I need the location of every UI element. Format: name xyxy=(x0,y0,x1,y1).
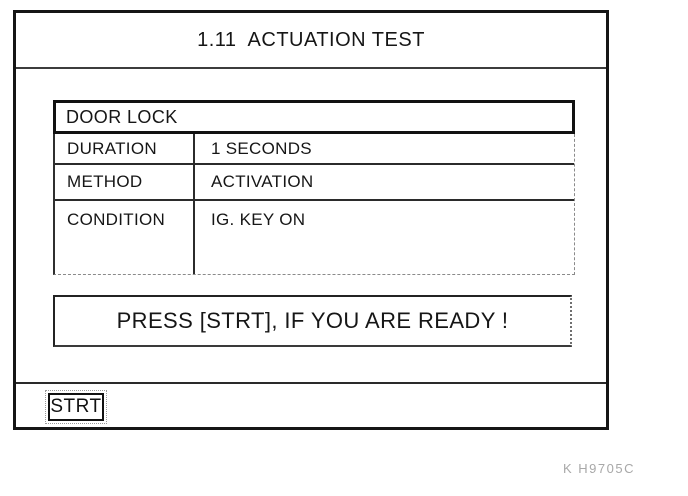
duration-label: DURATION xyxy=(55,134,195,163)
ready-prompt-text: PRESS [STRT], IF YOU ARE READY ! xyxy=(116,308,509,333)
method-label: METHOD xyxy=(55,165,195,199)
table-row-duration: DURATION 1 SECONDS xyxy=(55,134,574,165)
test-name-header: DOOR LOCK xyxy=(53,100,575,134)
method-value: ACTIVATION xyxy=(211,172,314,191)
figure-code: K H9705C xyxy=(563,461,635,476)
table-row-method: METHOD ACTIVATION xyxy=(55,165,574,201)
softkey-divider xyxy=(16,382,606,384)
test-parameters: DURATION 1 SECONDS METHOD ACTIVATION CON… xyxy=(53,134,575,275)
ready-prompt-box: PRESS [STRT], IF YOU ARE READY ! xyxy=(53,295,572,347)
duration-value: 1 SECONDS xyxy=(211,138,312,158)
actuation-test-table: DOOR LOCK DURATION 1 SECONDS METHOD ACTI… xyxy=(53,100,575,275)
table-row-condition: CONDITION IG. KEY ON xyxy=(55,201,574,274)
test-name-label: DOOR LOCK xyxy=(66,106,178,127)
condition-value: IG. KEY ON xyxy=(211,210,306,229)
condition-label: CONDITION xyxy=(55,201,195,274)
scanner-screen-frame: 1.11 ACTUATION TEST DOOR LOCK DURATION 1… xyxy=(13,10,609,430)
page-title: 1.11 ACTUATION TEST xyxy=(16,13,606,69)
strt-button[interactable]: STRT xyxy=(45,390,107,424)
